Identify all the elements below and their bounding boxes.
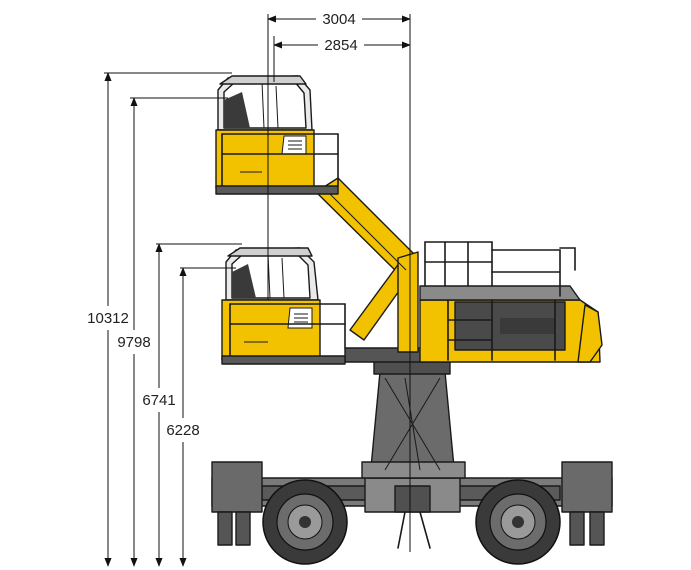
dimension-height-4: 6228: [166, 422, 199, 439]
dimension-height-3: 6741: [142, 392, 175, 409]
upper-carriage: [344, 241, 603, 363]
wheel-icon: [262, 479, 348, 565]
wheel-right: [475, 479, 561, 565]
dimension-lines: [104, 14, 411, 567]
wheel-left: [262, 479, 348, 565]
cab-upper: [215, 75, 339, 195]
tower: [361, 359, 466, 479]
dimension-width-cab: 2854: [324, 37, 357, 54]
dimension-height-2: 9798: [117, 334, 150, 351]
wheel-icon: [475, 479, 561, 565]
dimension-height-1: 10312: [87, 310, 129, 327]
dimension-width-top: 3004: [322, 11, 355, 28]
cab-lower: [221, 247, 346, 365]
boom-arm: [315, 177, 419, 353]
